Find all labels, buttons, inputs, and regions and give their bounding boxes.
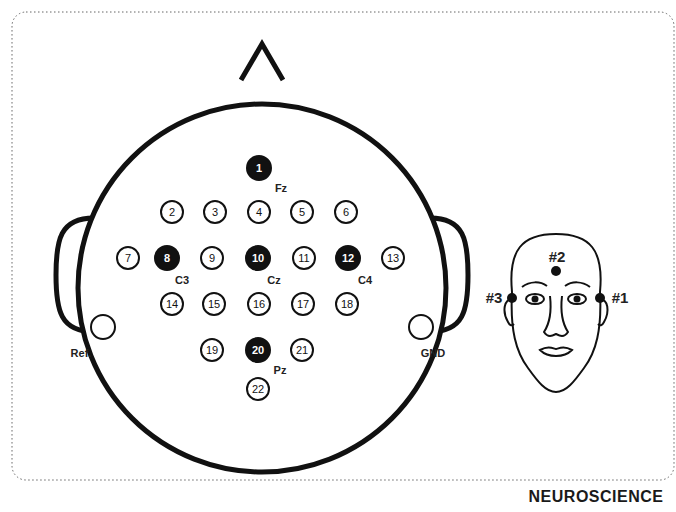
eog-label: #3 <box>486 289 503 306</box>
electrode-circle: 6 <box>334 200 358 224</box>
site-name: C4 <box>358 274 372 286</box>
eog-label: #2 <box>549 248 566 265</box>
electrode-circle: 13 <box>381 246 405 270</box>
eog-label: #1 <box>612 289 629 306</box>
electrode-circle: 2 <box>160 200 184 224</box>
electrode-number: 12 <box>342 253 354 264</box>
head-outline <box>78 104 446 472</box>
electrode-circle: 17 <box>291 292 315 316</box>
electrode-number: 7 <box>125 253 131 264</box>
electrode-number: 20 <box>252 345 264 356</box>
electrode-number: 21 <box>296 345 308 356</box>
nose-triangle <box>241 44 283 80</box>
dotted-frame <box>12 12 674 480</box>
electrode-circle: 21 <box>290 338 314 362</box>
electrode-number: 11 <box>298 253 309 264</box>
electrode-circle: 15 <box>202 292 226 316</box>
electrode-number: 5 <box>299 207 305 218</box>
electrode-circle: 9 <box>200 246 224 270</box>
eog-electrode-dot <box>507 293 517 303</box>
site-name: Fz <box>275 182 287 194</box>
electrode-number: 8 <box>164 253 170 264</box>
reference-electrode <box>91 315 115 339</box>
electrode-circle: 7 <box>116 246 140 270</box>
electrode-number: 18 <box>341 299 353 310</box>
pupil <box>532 296 539 303</box>
electrode-number: 9 <box>209 253 215 264</box>
highlighted-electrode: 20Pz <box>245 337 271 363</box>
pupil <box>574 296 581 303</box>
electrode-circle: 14 <box>160 292 184 316</box>
electrode-label: GND <box>421 347 445 359</box>
electrode-number: 16 <box>253 299 265 310</box>
highlighted-electrode: 8C3 <box>154 245 180 271</box>
electrode-number: 19 <box>206 345 218 356</box>
electrode-number: 1 <box>256 163 262 174</box>
electrode-number: 2 <box>169 207 175 218</box>
electrode-number: 22 <box>252 384 264 395</box>
electrode-number: 13 <box>387 253 399 264</box>
electrode-circle: 19 <box>200 338 224 362</box>
electrode-number: 14 <box>166 299 178 310</box>
highlighted-electrode: 12C4 <box>335 245 361 271</box>
site-name: C3 <box>175 274 189 286</box>
site-name: Pz <box>274 364 287 376</box>
ground-electrode <box>409 315 433 339</box>
eog-electrode-dot <box>551 266 561 276</box>
electrode-number: 6 <box>343 207 349 218</box>
electrode-number: 3 <box>212 207 218 218</box>
electrode-number: 4 <box>256 207 262 218</box>
watermark: NEUROSCIENCE <box>529 488 664 506</box>
electrode-circle: 11 <box>292 246 316 270</box>
electrode-circle: 4 <box>247 200 271 224</box>
electrode-number: 17 <box>297 299 309 310</box>
electrode-circle: 22 <box>246 377 270 401</box>
eog-electrode-dot <box>595 293 605 303</box>
highlighted-electrode: 10Cz <box>245 245 271 271</box>
electrode-circle: 3 <box>203 200 227 224</box>
electrode-circle: 18 <box>335 292 359 316</box>
highlighted-electrode: 1Fz <box>246 155 272 181</box>
site-name: Cz <box>267 274 280 286</box>
electrode-label: Ref. <box>71 347 92 359</box>
electrode-circle: 16 <box>247 292 271 316</box>
electrode-number: 15 <box>208 299 220 310</box>
face-illustration <box>505 234 608 392</box>
electrode-circle: 5 <box>290 200 314 224</box>
electrode-number: 10 <box>252 253 264 264</box>
